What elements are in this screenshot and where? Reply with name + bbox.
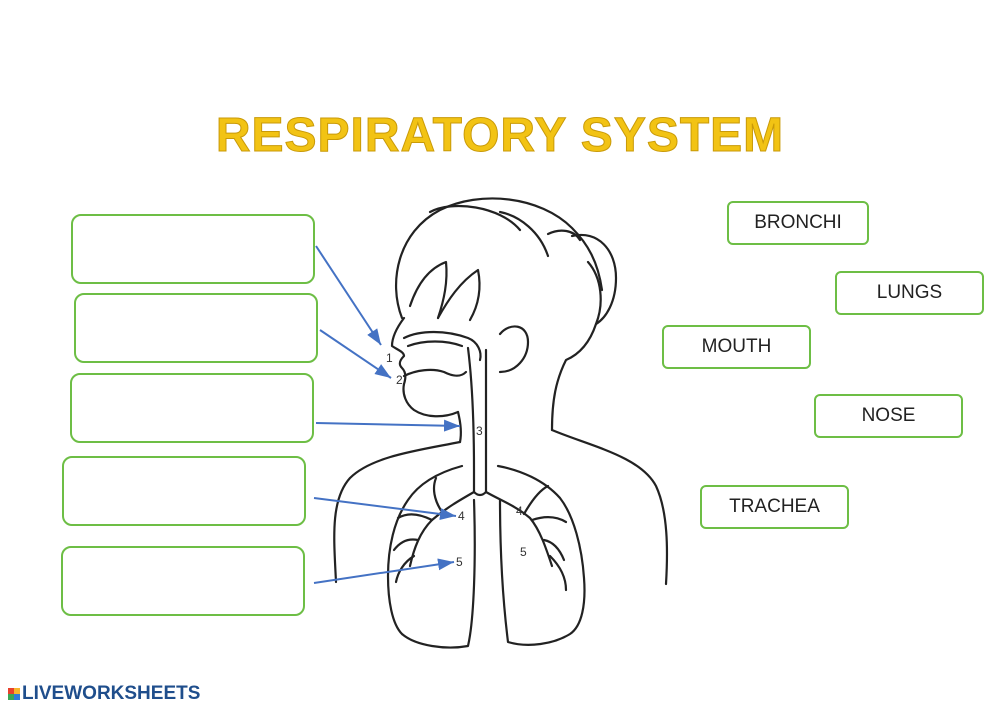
word-lungs[interactable]: LUNGS	[835, 271, 984, 315]
liveworksheets-logo: LIVEWORKSHEETS	[8, 683, 200, 705]
diagram-label-5-right: 5	[520, 545, 527, 559]
diagram-label-1: 1	[386, 351, 393, 365]
answer-box-2[interactable]	[74, 293, 318, 363]
answer-box-3[interactable]	[70, 373, 314, 443]
brand-mark-icon	[8, 688, 20, 700]
answer-box-4[interactable]	[62, 456, 306, 526]
worksheet-title: RESPIRATORY SYSTEM	[215, 109, 785, 163]
answer-box-5[interactable]	[61, 546, 305, 616]
lung-right	[496, 464, 586, 646]
ear	[498, 325, 530, 374]
shoulders-left	[333, 440, 462, 584]
word-nose[interactable]: NOSE	[814, 394, 963, 438]
arrow-3	[315, 419, 461, 432]
brand-name: LIVEWORKSHEETS	[22, 683, 201, 704]
ponytail	[570, 233, 618, 326]
word-trachea[interactable]: TRACHEA	[700, 485, 849, 529]
diagram-label-3: 3	[476, 424, 483, 438]
arrow-4	[313, 497, 457, 520]
arrow-5	[313, 558, 455, 584]
diagram-label-4-right: 4	[516, 504, 523, 518]
trachea	[466, 346, 476, 494]
word-mouth[interactable]: MOUTH	[662, 325, 811, 369]
diagram-label-2: 2	[396, 373, 403, 387]
shoulders-right	[550, 428, 669, 586]
face-profile	[390, 316, 460, 418]
mouth-cavity	[402, 368, 468, 378]
diagram-label-5-left: 5	[456, 555, 463, 569]
diagram-label-4-left: 4	[458, 509, 465, 523]
arrow-1	[315, 245, 382, 346]
bronchi-left	[408, 490, 476, 568]
arrow-2	[319, 329, 392, 379]
answer-box-1[interactable]	[71, 214, 315, 284]
word-bronchi[interactable]: BRONCHI	[727, 201, 869, 245]
hair-outline	[395, 197, 604, 320]
nasal-cavity	[402, 330, 482, 362]
lung-left	[386, 464, 476, 649]
